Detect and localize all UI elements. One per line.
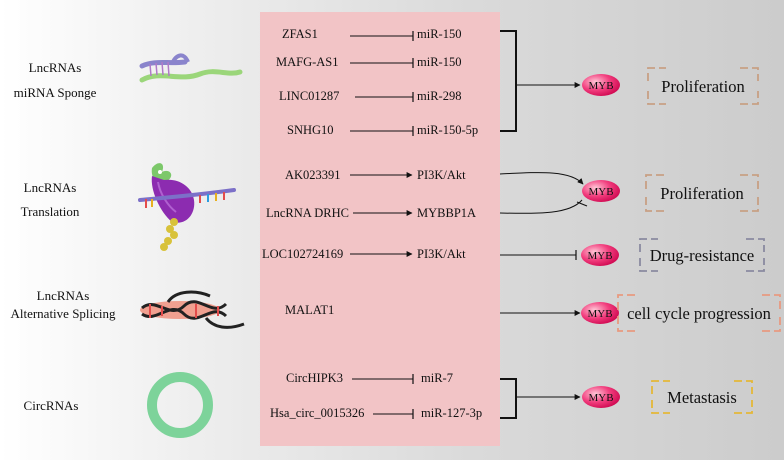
category-3-label: LncRNAs Alternative Splicing (10, 288, 116, 321)
category-label-line1: LncRNAs (37, 288, 90, 303)
outcome-cell-cycle: cell cycle progression (617, 294, 781, 332)
myb-node (582, 74, 620, 96)
inhibition-curve (499, 199, 583, 214)
inhibition-bar (576, 201, 588, 207)
myb-label: MYB (587, 308, 612, 320)
outcome-metastasis: Metastasis (651, 380, 753, 414)
outcome-frame (617, 294, 781, 332)
outcome-label: Metastasis (667, 388, 737, 407)
spliced-rna-icon (140, 290, 245, 329)
outcome-frame (639, 238, 765, 272)
myb-node (581, 302, 619, 324)
circrna-icon (147, 372, 213, 438)
pathway-target: miR-298 (417, 89, 461, 103)
pathway-source: Hsa_circ_0015326 (270, 406, 364, 420)
pathway-source: MALAT1 (285, 303, 334, 317)
pathway-target: PI3K/Akt (417, 247, 466, 261)
myb-node (582, 386, 620, 408)
outcome-frame (647, 67, 759, 105)
myb-node (581, 244, 619, 266)
category-label-line2: Alternative Splicing (10, 306, 116, 321)
outcome-frame (651, 380, 753, 414)
pathway-source: LINC01287 (279, 89, 339, 103)
group-connectors (499, 30, 588, 419)
pathway-target: miR-127-3p (421, 406, 482, 420)
category-1-label: LncRNAs miRNA Sponge (14, 60, 97, 100)
myb-label: MYB (587, 250, 612, 262)
outcome-proliferation-1: Proliferation (647, 67, 759, 105)
outcome-label: cell cycle progression (627, 304, 771, 323)
outcome-label: Drug-resistance (650, 246, 754, 265)
pathway-target: MYBBP1A (417, 206, 476, 220)
pathway-source: AK023391 (285, 168, 341, 182)
pathway-target: miR-7 (421, 371, 453, 385)
activation-arrow (499, 172, 584, 185)
pathway-source: MAFG-AS1 (276, 55, 339, 69)
myb-nodes: MYB MYB MYB MYB MYB (581, 74, 620, 408)
category-2-label: LncRNAs Translation (21, 180, 80, 219)
category-4-label: CircRNAs (24, 398, 79, 413)
category-label-line1: LncRNAs (24, 180, 77, 195)
category-label-line1: LncRNAs (29, 60, 82, 75)
pathway-source: LOC102724169 (262, 247, 343, 261)
pathway-source: CircHIPK3 (286, 371, 343, 385)
pathway-target: PI3K/Akt (417, 168, 466, 182)
pathway-target: miR-150 (417, 27, 461, 41)
category-label-line1: CircRNAs (24, 398, 79, 413)
outcome-proliferation-2: Proliferation (645, 174, 759, 212)
myb-label: MYB (588, 186, 613, 198)
myb-label: MYB (588, 392, 613, 404)
outcome-label: Proliferation (660, 184, 743, 203)
pathway-source: SNHG10 (287, 123, 334, 137)
sponge-icon (139, 53, 243, 83)
group-bracket (500, 30, 517, 132)
myb-node (582, 180, 620, 202)
category-label-line2: miRNA Sponge (14, 85, 97, 100)
pathway-target: miR-150-5p (417, 123, 478, 137)
category-label-line2: Translation (21, 204, 80, 219)
myb-label: MYB (588, 80, 613, 92)
pathway-source: ZFAS1 (282, 27, 318, 41)
pathway-source: LncRNA DRHC (266, 206, 349, 220)
pathway-panel (260, 12, 500, 446)
outcome-frame (645, 174, 759, 212)
outcome-label: Proliferation (661, 77, 744, 96)
pathway-target: miR-150 (417, 55, 461, 69)
group-bracket (500, 378, 517, 419)
outcome-drug-resistance: Drug-resistance (639, 238, 765, 272)
ribosome-icon (138, 163, 236, 251)
pathway-rows: ZFAS1 miR-150 MAFG-AS1 miR-150 LINC01287… (262, 27, 482, 420)
